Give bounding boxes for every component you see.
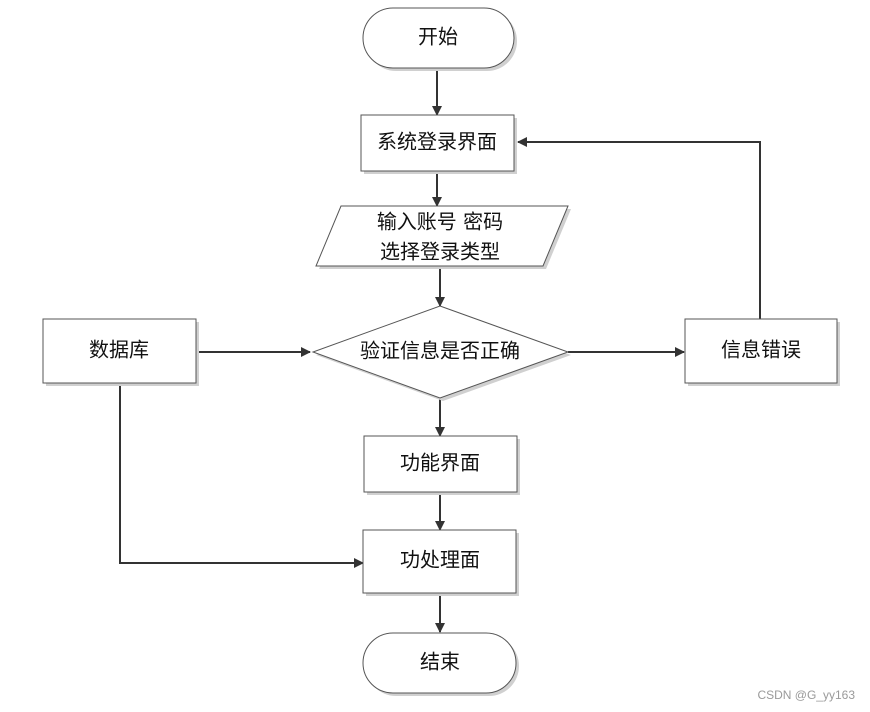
- input-node: 输入账号 密码 选择登录类型: [315, 205, 571, 269]
- edge-error-to-login: [517, 137, 761, 319]
- end-node: 结束: [362, 632, 519, 696]
- function-screen-node: 功能界面: [363, 435, 520, 495]
- login-screen-label: 系统登录界面: [377, 130, 497, 154]
- database-node: 数据库: [42, 318, 199, 386]
- error-label: 信息错误: [721, 338, 801, 362]
- process-label: 功处理面: [400, 548, 480, 572]
- input-label-line1: 输入账号 密码: [377, 210, 503, 234]
- start-label: 开始: [418, 25, 458, 49]
- database-label: 数据库: [89, 338, 149, 362]
- login-screen-node: 系统登录界面: [360, 114, 517, 174]
- start-node: 开始: [362, 7, 517, 71]
- edges: [119, 68, 761, 633]
- verify-node: 验证信息是否正确: [311, 305, 571, 401]
- error-node: 信息错误: [684, 318, 840, 386]
- edge-database-to-process: [119, 385, 364, 568]
- input-label-line2: 选择登录类型: [380, 240, 500, 264]
- end-label: 结束: [420, 650, 460, 674]
- watermark-text: CSDN @G_yy163: [757, 688, 855, 702]
- process-node: 功处理面: [362, 529, 519, 596]
- function-screen-label: 功能界面: [400, 451, 480, 475]
- verify-label: 验证信息是否正确: [360, 339, 520, 363]
